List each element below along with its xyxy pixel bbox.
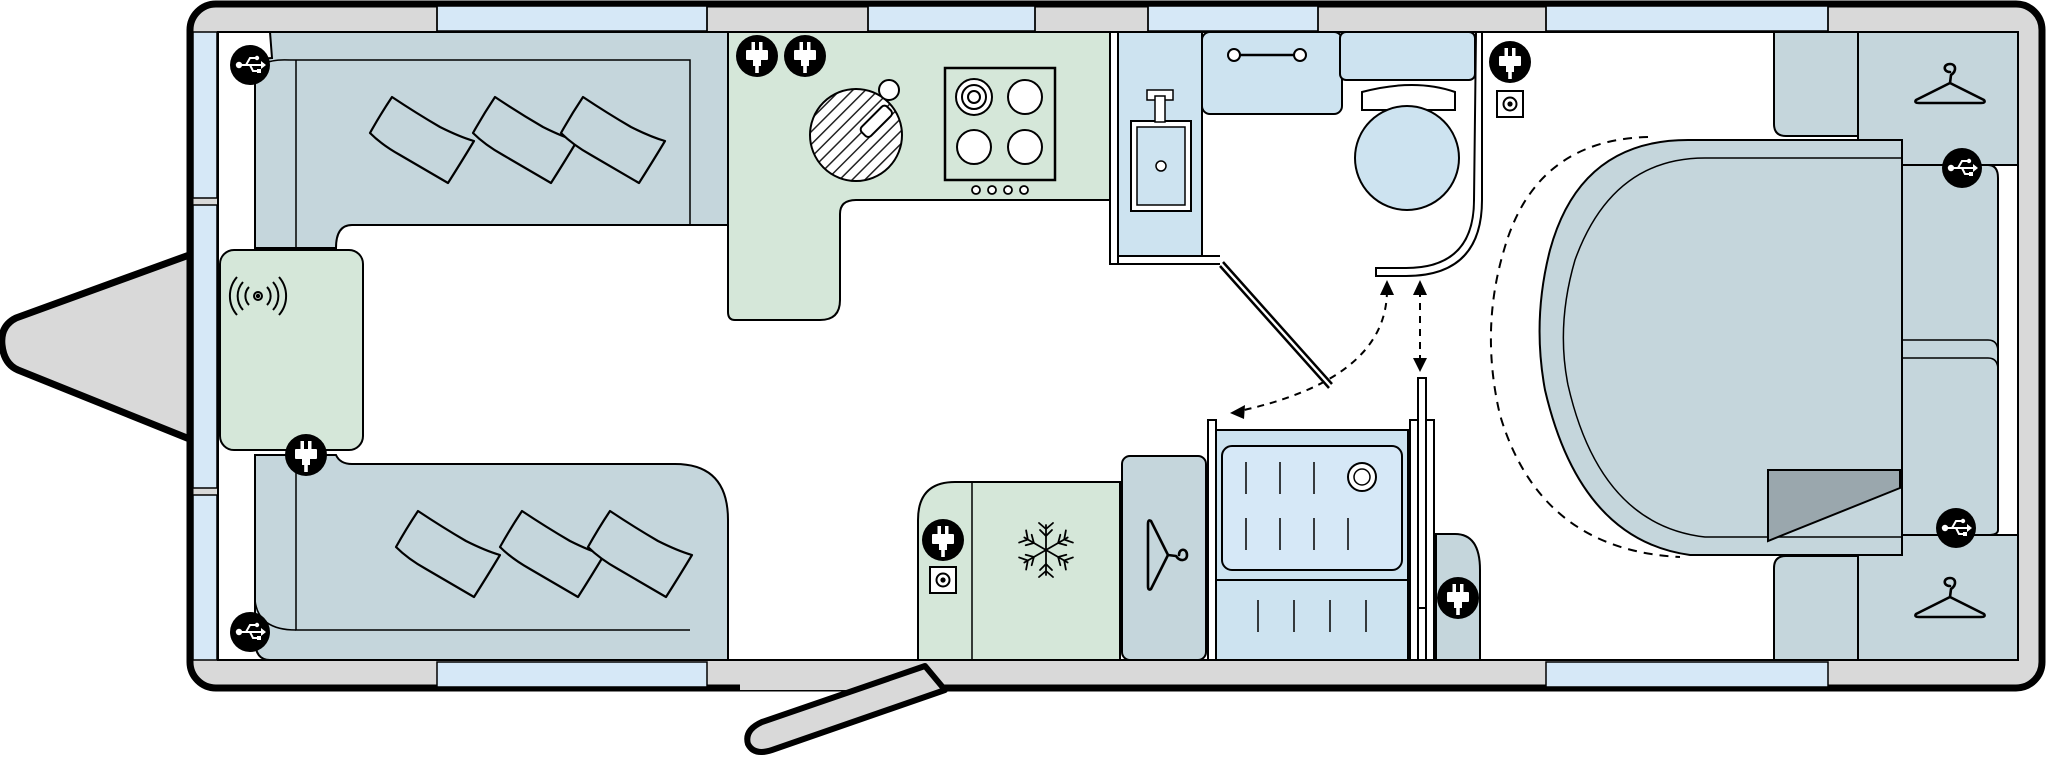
kitchen xyxy=(727,31,1111,321)
window-front-middle xyxy=(192,204,218,489)
bed-turned-down-corner xyxy=(1767,469,1901,543)
plug-socket-icon xyxy=(285,434,327,476)
top-wall-dividers xyxy=(436,6,1829,31)
front-lounge xyxy=(219,31,729,661)
front-windows xyxy=(192,31,218,661)
washroom-door-swing[interactable] xyxy=(1222,261,1333,385)
bed-headboard xyxy=(1901,164,1999,536)
plug-socket-icon xyxy=(922,519,964,561)
plug-socket-icon xyxy=(1437,577,1479,619)
wardrobe-lower[interactable] xyxy=(1121,455,1207,661)
island-bed[interactable] xyxy=(1538,139,1903,556)
window-top-bedroom xyxy=(1545,5,1829,32)
usb-icon xyxy=(229,611,271,653)
bed-pull-out-arc xyxy=(1489,136,1681,558)
towel-shelf xyxy=(1201,31,1343,115)
window-top-kitchen xyxy=(867,5,1036,32)
hob-icon[interactable] xyxy=(943,66,1057,195)
bedroom xyxy=(1489,31,2019,661)
tv-aerial-socket-icon xyxy=(929,566,957,594)
usb-icon xyxy=(1935,507,1977,549)
sink-icon[interactable] xyxy=(1130,89,1192,212)
extractor-hatch-icon[interactable] xyxy=(809,79,903,182)
washroom xyxy=(1109,31,1483,389)
usb-icon xyxy=(229,44,271,86)
door-movement-arrows xyxy=(1234,289,1421,413)
entrance-door[interactable] xyxy=(740,659,948,755)
hitch-a-frame xyxy=(0,250,196,444)
bedside-bottom-left[interactable] xyxy=(1773,555,1859,661)
washroom-curved-door[interactable] xyxy=(1375,31,1483,277)
window-bottom-bedroom xyxy=(1545,661,1829,688)
plug-socket-icon xyxy=(784,35,826,77)
shower-cubicle[interactable] xyxy=(1207,419,1409,661)
fridge-unit[interactable] xyxy=(917,481,1121,661)
washroom-wall xyxy=(1109,31,1119,265)
front-chest-table[interactable] xyxy=(219,249,364,451)
toilet-icon[interactable] xyxy=(1354,84,1460,211)
plug-socket-icon xyxy=(736,35,778,77)
cistern xyxy=(1339,31,1476,81)
tv-aerial-socket-icon xyxy=(1496,90,1524,118)
window-top-washroom xyxy=(1147,5,1319,32)
bottom-windows xyxy=(436,661,1829,688)
sliding-partition[interactable] xyxy=(1409,377,1481,661)
window-front-upper xyxy=(192,31,218,199)
arrowheads xyxy=(1230,280,1427,419)
window-bottom-lounge xyxy=(436,661,708,688)
usb-icon xyxy=(1941,147,1983,189)
plug-socket-icon xyxy=(1489,41,1531,83)
window-front-lower xyxy=(192,494,218,661)
window-top-lounge xyxy=(436,5,708,32)
towel-rail-icon xyxy=(1227,48,1307,62)
top-windows xyxy=(436,5,1829,32)
bedside-top-left[interactable] xyxy=(1773,31,1859,137)
shower-tray-icon xyxy=(1221,445,1403,571)
